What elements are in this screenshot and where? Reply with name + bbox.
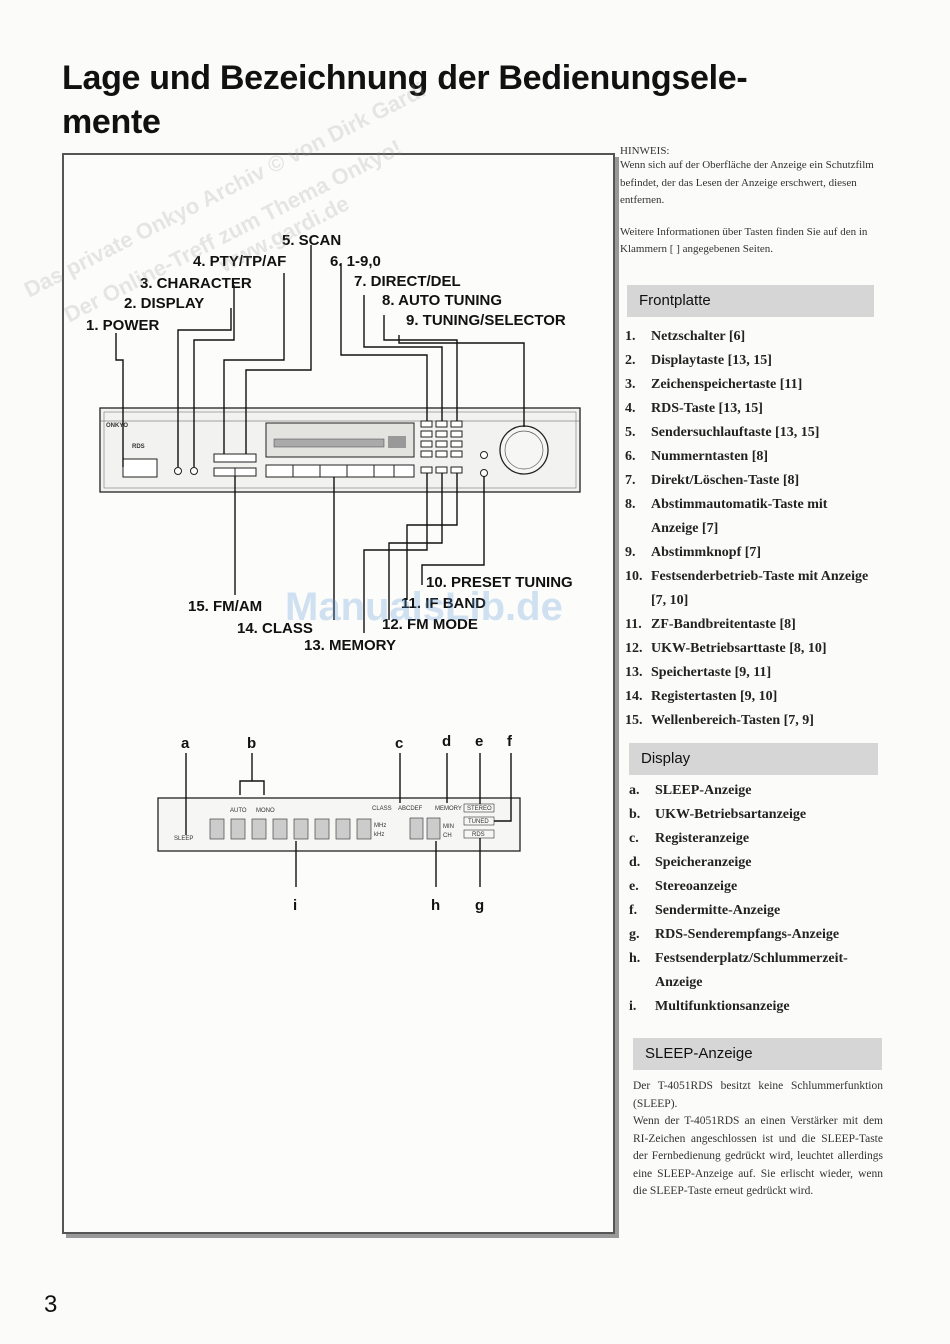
sleep-text-1: Der T-4051RDS besitzt keine Schlummerfun…: [633, 1080, 883, 1110]
list-item: g.RDS-Senderempfangs-Anzeige: [629, 927, 840, 942]
page-title-line-2: mente: [62, 103, 161, 141]
label-character: 3. CHARACTER: [140, 275, 252, 292]
hinweis-text: Wenn sich auf der Oberfläche der Anzeige…: [620, 159, 874, 206]
label-fm-am: 15. FM/AM: [188, 598, 262, 615]
letter-h: h: [431, 897, 440, 914]
list-item: 5.Sendersuchlauftaste [13, 15]: [625, 425, 820, 440]
letter-c: c: [395, 735, 403, 752]
sleep-text-2: Wenn der T-4051RDS an einen Verstärker m…: [633, 1115, 883, 1197]
label-scan: 5. SCAN: [282, 232, 341, 249]
list-item: 7.Direkt/Löschen-Taste [8]: [625, 473, 800, 488]
list-item: h.Festsenderplatz/Schlummerzeit-Anzeige: [629, 951, 848, 990]
letter-b: b: [247, 735, 256, 752]
list-item: c.Registeranzeige: [629, 831, 750, 846]
tuner-diagram: ONKYO RDS: [86, 232, 581, 914]
disp-mono: MONO: [256, 808, 275, 814]
label-class: 14. CLASS: [237, 620, 313, 637]
display-panel: AUTO MONO CLASS ABCDEF MEMORY STEREO TUN…: [157, 797, 521, 852]
display-heading: Display: [629, 743, 878, 775]
label-number-keys: 6. 1-9,0: [330, 253, 381, 270]
list-item: 14.Registertasten [9, 10]: [625, 689, 778, 704]
brand-logo: ONKYO: [106, 423, 128, 429]
list-item: i.Multifunktionsanzeige: [629, 999, 790, 1014]
display-letters: a b c d e f g h i: [181, 733, 513, 914]
label-power: 1. POWER: [86, 317, 160, 334]
sleep-heading: SLEEP-Anzeige: [633, 1038, 882, 1070]
label-display: 2. DISPLAY: [124, 295, 204, 312]
label-if-band: 11. IF BAND: [401, 595, 486, 612]
disp-tuned: TUNED: [468, 819, 489, 825]
display-list: a.SLEEP-Anzeige b.UKW-Betriebsartanzeige…: [629, 779, 879, 1019]
letter-d: d: [442, 733, 451, 750]
notes-column: HINWEIS: Wenn sich auf der Oberfläche de…: [620, 145, 878, 259]
disp-min: MIN: [443, 824, 454, 830]
front-leader-lines: [115, 245, 525, 633]
disp-rds: RDS: [472, 832, 485, 838]
label-tuning-selector: 9. TUNING/SELECTOR: [406, 312, 566, 329]
label-fm-mode: 12. FM MODE: [382, 616, 478, 633]
hinweis-text-2: Weitere Informationen über Tasten finden…: [620, 225, 868, 256]
letter-a: a: [181, 735, 190, 752]
list-item: 6.Nummerntasten [8]: [625, 449, 769, 464]
disp-sleep: SLEEP: [174, 836, 193, 842]
letter-i: i: [293, 897, 297, 914]
hinweis-heading: HINWEIS:: [620, 145, 670, 157]
letter-e: e: [475, 733, 483, 750]
disp-mhz: MHz: [374, 823, 386, 829]
label-direct-del: 7. DIRECT/DEL: [354, 273, 461, 290]
list-item: 9.Abstimmknopf [7]: [625, 545, 762, 560]
disp-ch: CH: [443, 833, 452, 839]
list-item: 12.UKW-Betriebsarttaste [8, 10]: [625, 641, 827, 656]
list-item: e.Stereoanzeige: [629, 879, 738, 894]
display-leader-lines: [185, 753, 512, 887]
list-item: 13.Speichertaste [9, 11]: [625, 665, 772, 680]
disp-class: CLASS: [372, 806, 392, 812]
list-item: 1.Netzschalter [6]: [625, 329, 746, 344]
disp-memory: MEMORY: [435, 806, 462, 812]
list-item: b.UKW-Betriebsartanzeige: [629, 807, 807, 822]
list-item: 2.Displaytaste [13, 15]: [625, 353, 772, 368]
label-pty-tp-af: 4. PTY/TP/AF: [193, 253, 286, 270]
page-number: 3: [44, 1291, 58, 1318]
list-item: 4.RDS-Taste [13, 15]: [625, 401, 763, 416]
list-item: 8.Abstimmautomatik-Taste mit Anzeige [7]: [625, 497, 828, 536]
number-keypad: [420, 420, 463, 474]
list-item: d.Speicheranzeige: [629, 855, 752, 870]
page-title-line-1: Lage und Bezeichnung der Bedienungsele-: [62, 59, 748, 97]
label-preset-tuning: 10. PRESET TUNING: [426, 574, 573, 591]
disp-abcdef: ABCDEF: [398, 806, 423, 812]
diagram-frame: ONKYO RDS: [62, 153, 615, 1234]
list-item: 3.Zeichenspeichertaste [11]: [625, 377, 803, 392]
front-labels: 1. POWER 2. DISPLAY 3. CHARACTER 4. PTY/…: [86, 232, 573, 654]
disp-auto: AUTO: [230, 808, 247, 814]
frontplatte-heading: Frontplatte: [627, 285, 874, 317]
page-title: Lage und Bezeichnung der Bedienungsele- …: [62, 56, 842, 144]
tuner-front-panel: ONKYO RDS: [99, 407, 581, 493]
disp-khz: kHz: [374, 832, 384, 838]
frontplatte-list: 1.Netzschalter [6] 2.Displaytaste [13, 1…: [625, 325, 875, 733]
letter-f: f: [507, 733, 513, 750]
rds-logo: RDS: [132, 444, 145, 450]
list-item: 10.Festsenderbetrieb-Taste mit Anzeige […: [625, 569, 869, 608]
list-item: 15.Wellenbereich-Tasten [7, 9]: [625, 713, 814, 728]
list-item: a.SLEEP-Anzeige: [629, 783, 752, 798]
list-item: 11.ZF-Bandbreitentaste [8]: [625, 617, 796, 632]
disp-stereo: STEREO: [467, 806, 492, 812]
letter-g: g: [475, 897, 484, 914]
label-memory: 13. MEMORY: [304, 637, 396, 654]
label-auto-tuning: 8. AUTO TUNING: [382, 292, 502, 309]
list-item: f.Sendermitte-Anzeige: [629, 903, 781, 918]
